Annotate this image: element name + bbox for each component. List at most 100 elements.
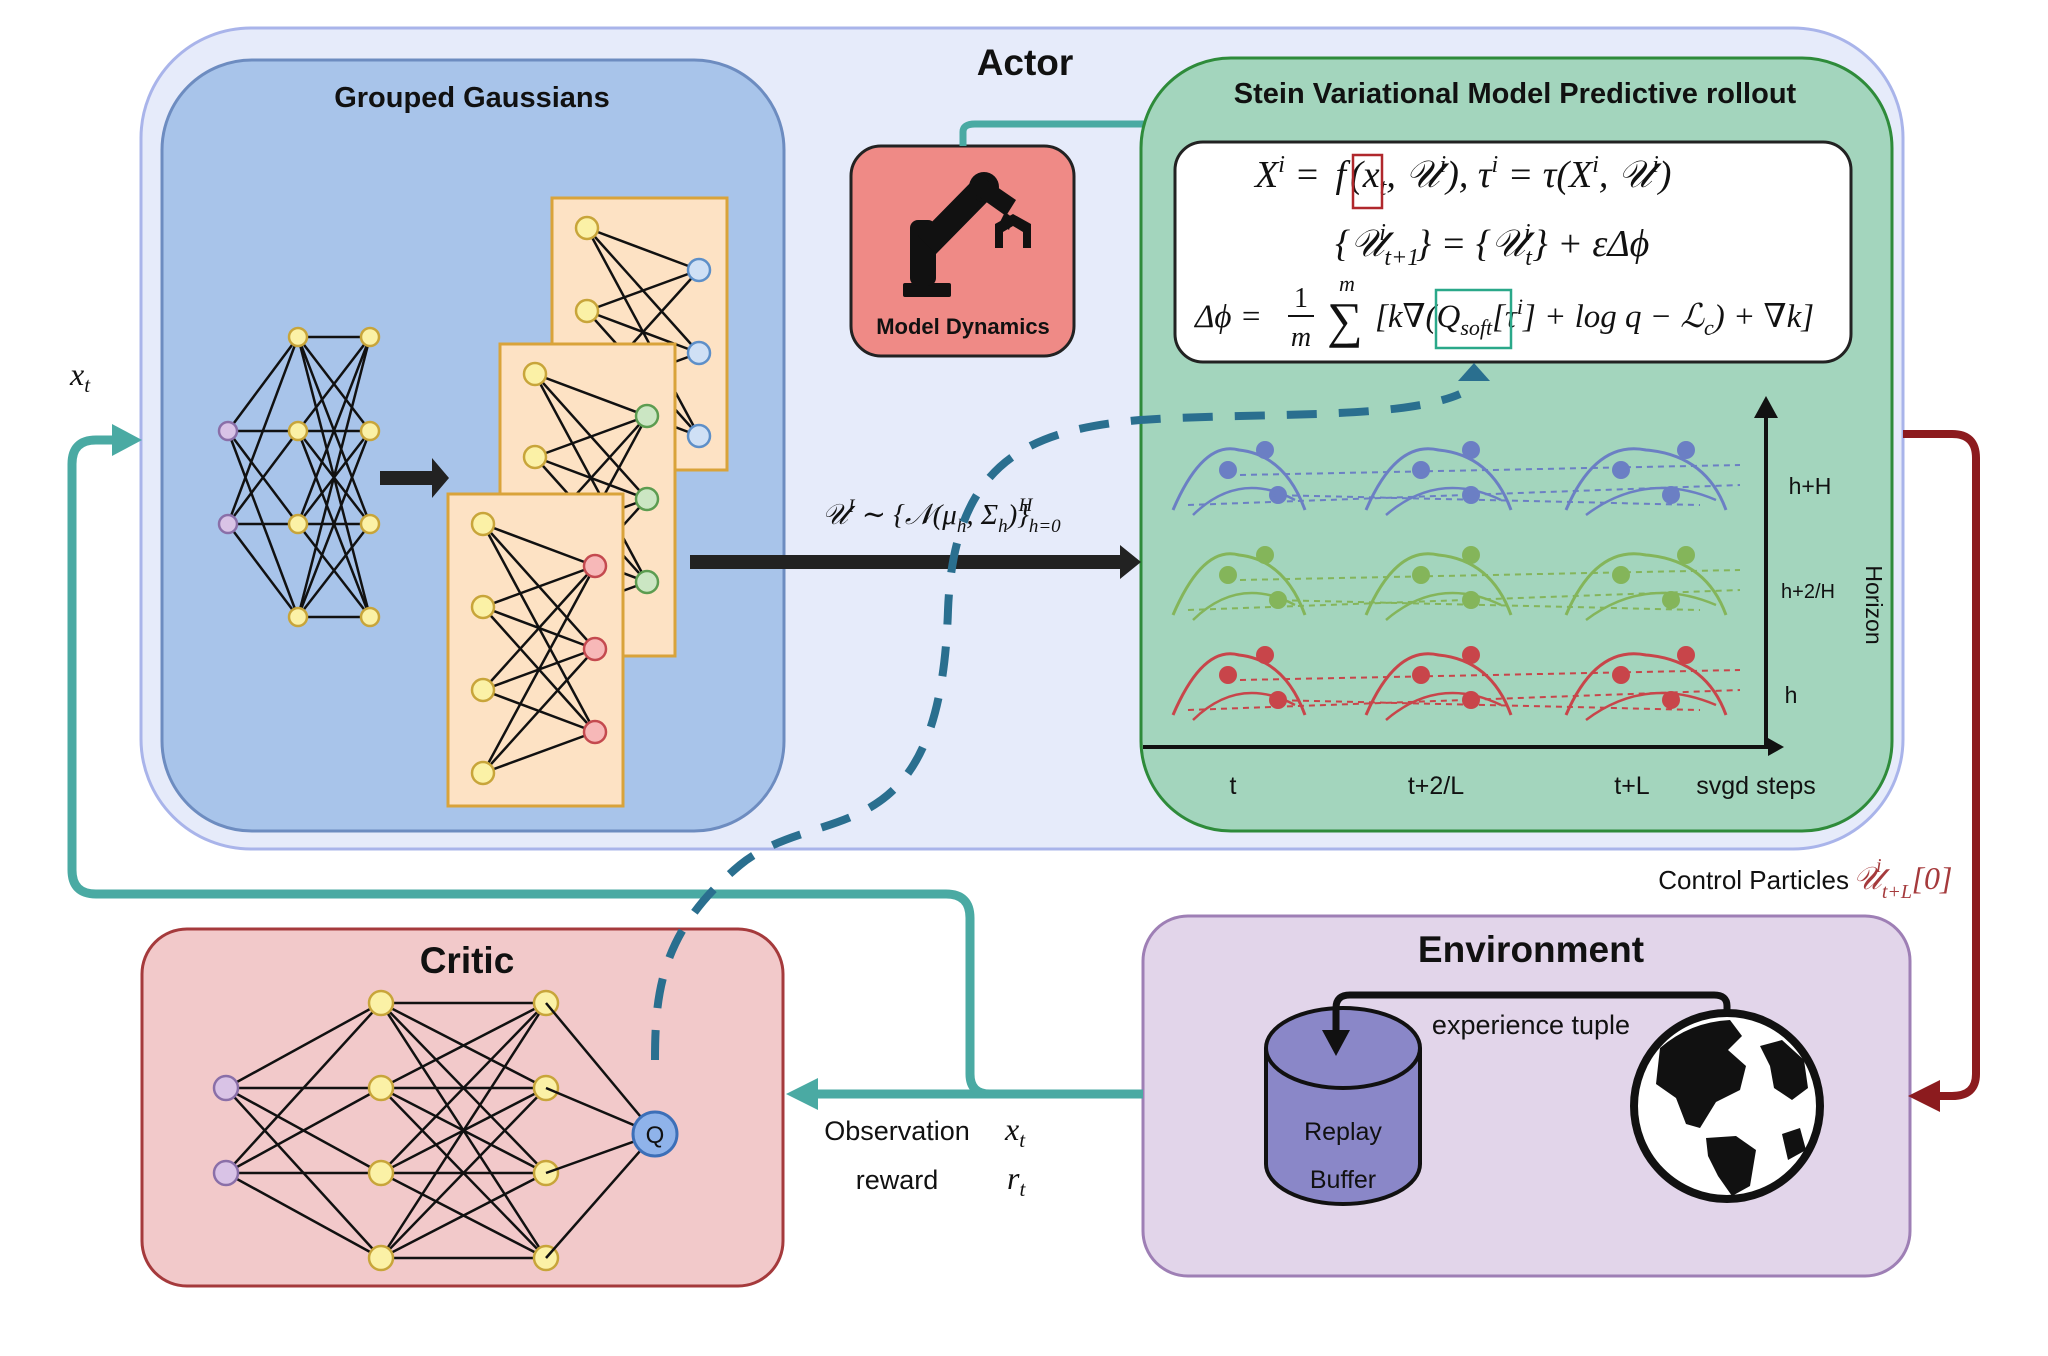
- experience-label: experience tuple: [1432, 1010, 1630, 1040]
- particle-dot: [1662, 591, 1680, 609]
- network-node: [367, 1159, 395, 1187]
- q-gradient-dashed-link: [651, 390, 1462, 1061]
- particle-dot: [1219, 666, 1237, 684]
- particle-dot: [1677, 646, 1695, 664]
- equation-2: {𝒰t+1i} = {𝒰ti} + εΔϕ: [1335, 220, 1649, 271]
- network-edge: [545, 1133, 656, 1259]
- network-card-front-edges: [470, 511, 608, 786]
- equation-3-frac-den: m: [1291, 322, 1311, 353]
- network-node: [634, 569, 660, 595]
- network-node: [686, 340, 712, 366]
- particle-dot: [1219, 566, 1237, 584]
- particle-dot: [1219, 461, 1237, 479]
- particle-link: [1187, 689, 1741, 711]
- network-node: [212, 1074, 240, 1102]
- particle-dot: [1662, 691, 1680, 709]
- q-node: [631, 1110, 679, 1158]
- environment-title: Environment: [1418, 929, 1644, 970]
- trajectory-arc: [1364, 652, 1513, 716]
- network-edge: [380, 1001, 547, 1090]
- network-edge: [227, 430, 299, 525]
- network-node: [634, 403, 660, 429]
- replay-buffer-top: [1264, 1006, 1422, 1090]
- replay-buffer-line2: Buffer: [1310, 1166, 1376, 1194]
- equation-3-sum: ∑: [1327, 292, 1363, 348]
- network-node: [359, 513, 381, 535]
- network-node: [582, 636, 608, 662]
- state-feedback-loop: [67, 435, 1143, 1099]
- x-tick-t: t: [1230, 772, 1237, 800]
- network-edge: [482, 522, 596, 568]
- network-edge: [380, 1171, 547, 1260]
- network-edge: [296, 336, 372, 618]
- observation-label: Observation: [824, 1116, 970, 1146]
- particle-dot: [1462, 486, 1480, 504]
- particle-trajectories: [1171, 441, 1741, 722]
- network-node: [359, 606, 381, 628]
- trajectory-arc: [1564, 652, 1728, 716]
- particle-dot: [1612, 461, 1630, 479]
- network-edge: [226, 336, 300, 525]
- particle-link: [1269, 494, 1701, 506]
- network-node: [686, 423, 712, 449]
- network-edge: [225, 1001, 382, 1090]
- x-tick-t-l: t+L: [1614, 772, 1650, 800]
- particle-link: [1187, 589, 1741, 611]
- particle-dot: [1269, 486, 1287, 504]
- particle-dot: [1412, 461, 1430, 479]
- network-node: [522, 361, 548, 387]
- y-tick-middle: h+2/H: [1781, 581, 1835, 603]
- rollout-x-axis-arrowhead: [1768, 738, 1784, 756]
- network-edge: [586, 268, 700, 313]
- network-node: [582, 719, 608, 745]
- network-edge: [380, 1087, 547, 1259]
- input-network: [217, 326, 381, 628]
- trajectory-arc: [1585, 486, 1717, 517]
- network-node: [359, 420, 381, 442]
- trajectory-arc: [1171, 552, 1307, 616]
- control-particles-arrowhead: [1908, 1080, 1940, 1112]
- replay-buffer-line1: Replay: [1304, 1118, 1382, 1146]
- experience-arrow: [1332, 991, 1731, 1030]
- particle-dot: [1677, 441, 1695, 459]
- network-node: [522, 444, 548, 470]
- x-axis-label: svgd steps: [1696, 772, 1816, 800]
- globe-icon: [1630, 1009, 1824, 1203]
- sample-arrow: [690, 545, 1141, 579]
- equation-3-frac-num: 1: [1294, 283, 1308, 314]
- network-edge: [545, 1002, 656, 1135]
- particle-dot: [1677, 546, 1695, 564]
- particle-dot: [1462, 546, 1480, 564]
- equation-3-sum-top: m: [1339, 271, 1355, 296]
- network-edge: [380, 1002, 547, 1174]
- network-edge: [586, 226, 700, 272]
- network-edge: [481, 565, 597, 774]
- observation-arrowhead: [786, 1078, 818, 1110]
- particle-dot: [1462, 646, 1480, 664]
- state-feedback-arrowhead: [112, 424, 142, 456]
- network-node: [212, 1159, 240, 1187]
- critic-panel: [140, 927, 785, 1288]
- equation-3: Δϕ =: [1193, 299, 1262, 335]
- trajectory-arc: [1171, 447, 1307, 511]
- network-node: [470, 511, 496, 537]
- network-edge: [482, 565, 596, 691]
- q-soft-pointer: [1458, 363, 1490, 381]
- y-tick-top: h+H: [1789, 473, 1832, 499]
- network-node: [574, 215, 600, 241]
- state-label: xt: [69, 356, 91, 397]
- network-edge: [534, 414, 648, 459]
- network-edge: [297, 523, 371, 618]
- particle-dot: [1462, 691, 1480, 709]
- network-edge: [225, 1002, 382, 1174]
- trajectory-arc: [1564, 552, 1728, 616]
- y-tick-bottom: h: [1785, 682, 1798, 708]
- experience-arrowhead: [1322, 1030, 1350, 1056]
- reward-math: rt: [1007, 1160, 1026, 1201]
- network-node: [287, 513, 309, 535]
- particle-link: [1187, 484, 1741, 506]
- equation-3-body: [k∇(Qsoft[τi] + log q − ℒc) + ∇k]: [1375, 294, 1814, 340]
- network-edge: [227, 523, 299, 618]
- network-edge: [379, 1002, 548, 1259]
